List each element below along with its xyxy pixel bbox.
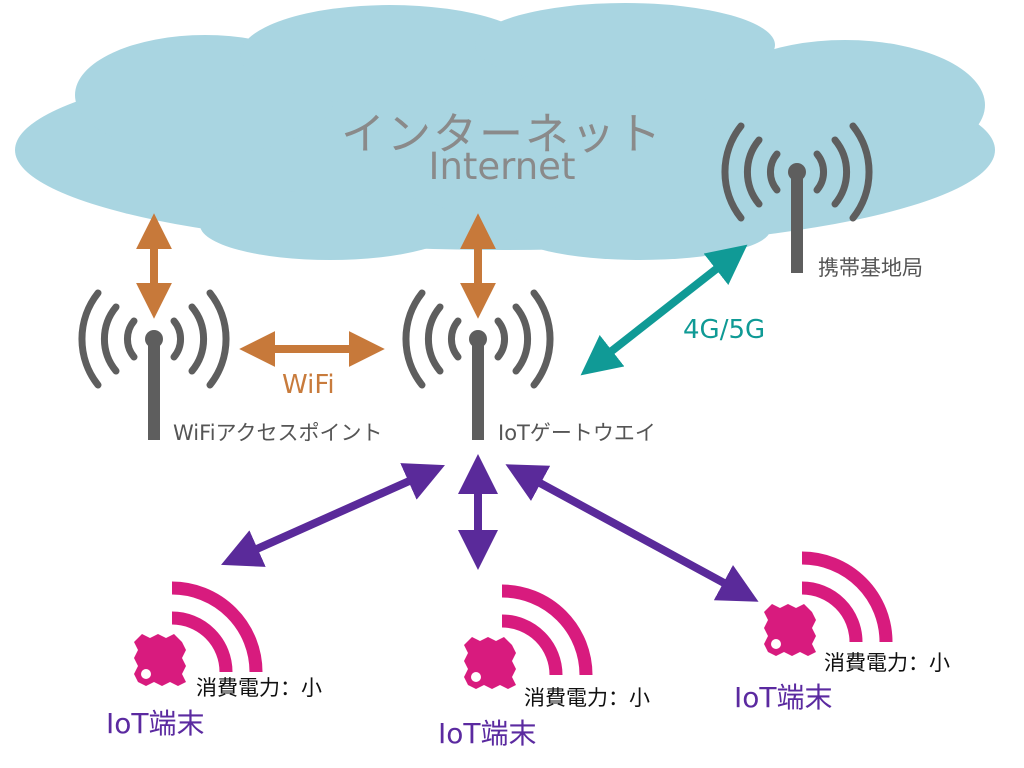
device-label: IoT端末 bbox=[106, 707, 205, 740]
cellular-link-label: 4G/5G bbox=[683, 315, 766, 345]
iot-device-icon bbox=[764, 558, 886, 656]
device-right-link-arrow bbox=[505, 464, 759, 602]
device-label: IoT端末 bbox=[734, 681, 833, 714]
cellular-link-arrow bbox=[580, 244, 748, 376]
base-station-label: 携帯基地局 bbox=[818, 256, 923, 280]
cloud-label-jp: インターネット bbox=[341, 109, 663, 160]
device-power-label: 消費電力：小 bbox=[524, 686, 650, 710]
iot-device-icon bbox=[464, 591, 586, 689]
cloud-label-en: Internet bbox=[428, 145, 576, 188]
wifi-link-label: WiFi bbox=[282, 370, 335, 400]
access-point-label: WiFiアクセスポイント bbox=[173, 421, 383, 445]
gateway-label: IoTゲートウエイ bbox=[498, 421, 656, 445]
device-left-link-arrow bbox=[221, 463, 445, 567]
device-power-label: 消費電力：小 bbox=[196, 676, 322, 700]
device-power-label: 消費電力：小 bbox=[824, 651, 950, 675]
internet-cloud bbox=[15, 3, 995, 260]
device-label: IoT端末 bbox=[438, 717, 537, 750]
